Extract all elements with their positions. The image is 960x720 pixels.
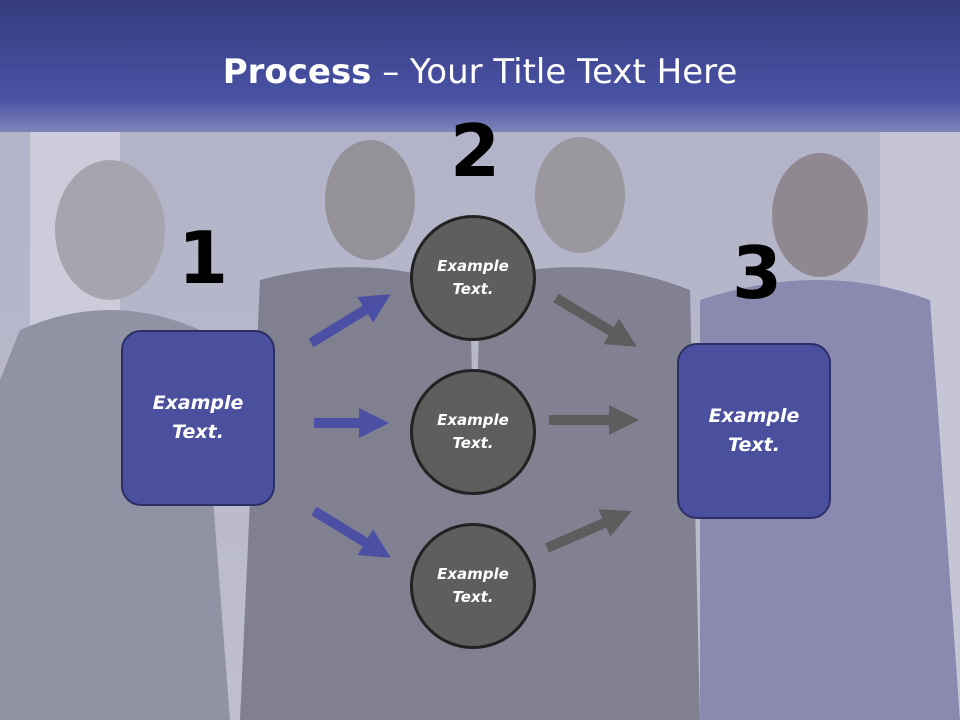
- circle-1-label: Example Text.: [437, 257, 509, 298]
- slide-title-bold: Process: [222, 52, 372, 92]
- step-number-2: 2: [450, 109, 501, 193]
- circle-1: Example Text.: [410, 215, 536, 341]
- slide-title: Process – Your Title Text Here: [0, 52, 960, 92]
- circle-2: Example Text.: [410, 369, 536, 495]
- arrow-circle3-to-step3: [544, 509, 632, 553]
- arrow-step1-to-circle3: [311, 506, 391, 558]
- step-box-3-label: Example Text.: [708, 405, 800, 456]
- step-number-3: 3: [732, 231, 783, 315]
- step-number-1: 1: [178, 216, 229, 300]
- step-box-1: Example Text.: [121, 330, 275, 506]
- arrow-circle1-to-step3: [553, 293, 637, 347]
- circle-2-label: Example Text.: [437, 411, 509, 452]
- arrow-step1-to-circle1: [308, 294, 391, 348]
- circle-3-label: Example Text.: [437, 565, 509, 606]
- step-box-3: Example Text.: [677, 343, 831, 519]
- circle-3: Example Text.: [410, 523, 536, 649]
- slide-title-rest: – Your Title Text Here: [371, 52, 738, 92]
- step-box-1-label: Example Text.: [152, 392, 244, 443]
